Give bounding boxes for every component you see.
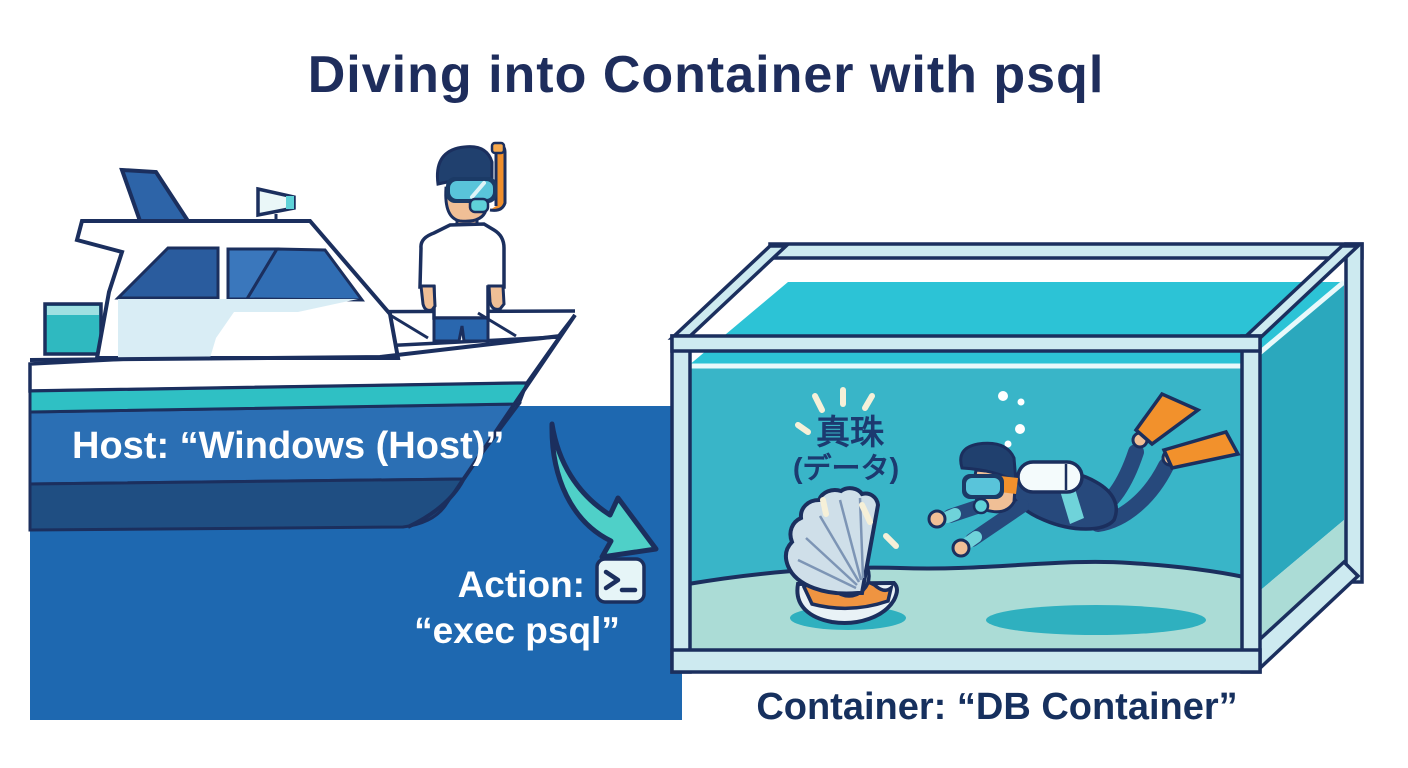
- tank-front-bottom-rail: [670, 648, 1262, 674]
- boat-scene: Host: “Windows (Host)” Action: “exec psq…: [28, 141, 682, 720]
- horn-back-face: [286, 196, 294, 209]
- person-left-arm: [419, 284, 437, 312]
- diver-hair: [959, 441, 1018, 485]
- railing-brace-1: [389, 313, 429, 340]
- pearl-sublabel: (データ): [793, 451, 899, 485]
- deck-reflection-panel: [118, 299, 358, 358]
- scuba-diver: [927, 391, 1241, 558]
- glass-tank-frame: [667, 242, 1364, 674]
- pearl-label: 真珠: [816, 414, 885, 452]
- cabin-window-right: [244, 247, 365, 302]
- snorkel-tip: [490, 141, 506, 155]
- dive-arrow-icon: [549, 421, 659, 560]
- tank-front-right-pillar: [1240, 334, 1262, 674]
- action-command: “exec psql”: [414, 610, 620, 651]
- clam-with-pearl: [783, 486, 906, 630]
- railing-brace-2: [477, 311, 517, 338]
- diver-fin-2: [1161, 429, 1241, 471]
- clam-upper-shell: [783, 486, 881, 596]
- tank-front-left-pillar: [670, 334, 692, 674]
- container-label: Container: “DB Container”: [756, 686, 1237, 728]
- page-title: Diving into Container with psql: [308, 46, 1105, 104]
- mask-highlight: [470, 181, 486, 199]
- sparkle-burst: [795, 387, 899, 549]
- radar-fin: [119, 167, 192, 223]
- snorkeler-person: [418, 141, 507, 343]
- deck-sheer-line: [29, 334, 561, 362]
- sand-floor: [686, 559, 1246, 654]
- snorkel-mouthpiece: [468, 197, 490, 214]
- terminal-icon: [595, 557, 646, 604]
- floor-shadow: [986, 605, 1206, 635]
- person-right-arm: [487, 284, 506, 311]
- sand-side-face: [1244, 520, 1348, 654]
- tank-back-top-rail: [768, 242, 1364, 260]
- action-label-group: Action: “exec psql”: [414, 557, 646, 651]
- container-scene: 真珠 (データ): [667, 242, 1364, 728]
- diver-mask-strap: [1000, 476, 1018, 494]
- cabin-window-left: [114, 246, 220, 300]
- tank-back-right-pillar: [1344, 242, 1364, 584]
- person-pants: [432, 316, 490, 343]
- diver-far-cuff: [942, 508, 961, 523]
- shell-ridges: [797, 497, 865, 590]
- diver-near-hand: [951, 538, 971, 558]
- diver-regulator: [972, 497, 990, 515]
- host-label: Host: “Windows (Host)”: [72, 425, 504, 467]
- air-tank: [1016, 460, 1084, 494]
- hull-band-keel: [28, 477, 466, 532]
- hull-stripe: [28, 381, 530, 414]
- action-label: Action:: [458, 564, 585, 605]
- stern-box-top: [47, 306, 99, 315]
- bubbles: [998, 391, 1025, 448]
- water-side-face: [1244, 282, 1344, 604]
- tank-front-top-rail: [670, 334, 1262, 353]
- diver-fin-1: [1133, 391, 1202, 447]
- diver-far-hand: [927, 509, 947, 529]
- bow-edge-line: [407, 313, 577, 529]
- diver-near-cuff: [963, 531, 982, 548]
- diver-mask-lens: [966, 478, 1000, 495]
